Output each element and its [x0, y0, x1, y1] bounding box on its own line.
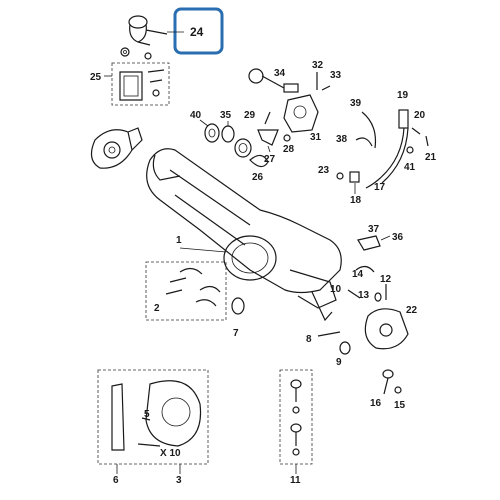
steering-knuckle-part-22: 22	[364, 305, 418, 350]
callout-1: 1	[176, 235, 182, 246]
washer-part-13: 13	[358, 290, 382, 302]
screw-part-32: 32	[312, 60, 324, 90]
callout-x10: X 10	[160, 448, 181, 459]
bolt-part-29: 29	[244, 110, 271, 125]
fitting-part-19: 19	[397, 90, 409, 129]
kit-box-25: 25	[90, 62, 170, 106]
callout-31: 31	[310, 132, 322, 143]
callout-11: 11	[290, 475, 301, 486]
callout-5: 5	[144, 409, 150, 420]
callout-12: 12	[380, 274, 392, 285]
bearing-part-35: 35	[220, 110, 252, 158]
callout-32: 32	[312, 60, 324, 71]
clip-part-14: 14	[352, 265, 375, 280]
callout-6: 6	[113, 475, 119, 486]
tube-part-17: 17	[365, 127, 409, 193]
callout-13: 13	[358, 290, 370, 301]
seal-part-26: 26	[249, 154, 269, 183]
callout-15: 15	[394, 400, 406, 411]
callout-37: 37	[368, 224, 380, 235]
sensor-part-37: 37 36	[357, 224, 404, 251]
callout-40: 40	[190, 110, 202, 121]
plug-part-7: 7	[231, 297, 245, 339]
screw-part-21: 21	[425, 135, 437, 163]
callout-36: 36	[392, 232, 404, 243]
hose-part-39: 39 38	[336, 98, 377, 149]
callout-26: 26	[252, 172, 264, 183]
kit-box-2: 2	[145, 261, 227, 321]
callout-27: 27	[264, 154, 276, 165]
kit-box-11: 11	[279, 369, 313, 486]
callout-19: 19	[397, 90, 409, 101]
callout-16: 16	[370, 398, 382, 409]
clip-part-41: 41	[404, 146, 416, 173]
callout-7: 7	[233, 328, 239, 339]
callout-41: 41	[404, 162, 416, 173]
callout-3: 3	[176, 475, 182, 486]
actuator-part-34: 34	[248, 68, 286, 89]
highlight-label: 24	[190, 25, 204, 39]
callout-23: 23	[318, 165, 330, 176]
callout-8: 8	[306, 334, 312, 345]
callout-14: 14	[352, 269, 364, 280]
ball-stud-part-16: 16	[370, 369, 394, 409]
highlighted-callout-24[interactable]: 24	[167, 7, 224, 55]
callout-28: 28	[283, 144, 295, 155]
callout-29: 29	[244, 110, 256, 121]
callout-17: 17	[374, 182, 386, 193]
kit-box-3: 5 X 10 6 3	[97, 369, 209, 486]
pin-part-10: 10	[330, 284, 361, 299]
bracket-part-27: 27	[257, 129, 279, 165]
callout-39: 39	[350, 98, 362, 109]
bolt-part-8: 8	[306, 331, 341, 345]
nut-part-23: 23	[318, 165, 344, 180]
steering-knuckle-left	[90, 127, 143, 169]
callout-25: 25	[90, 72, 102, 83]
ball-joint-part-24	[120, 15, 168, 60]
bushing-part-9: 9	[336, 341, 351, 368]
callout-38: 38	[336, 134, 348, 145]
callout-34: 34	[274, 68, 286, 79]
fitting-part-28: 28	[283, 134, 295, 155]
clip-part-33: 33	[321, 70, 342, 91]
axle-housing: 1	[146, 148, 342, 322]
callout-9: 9	[336, 357, 342, 368]
nut-part-15: 15	[394, 386, 406, 411]
callout-22: 22	[406, 305, 418, 316]
callout-20: 20	[414, 110, 426, 121]
bushing-part-18: 18	[349, 171, 362, 206]
bolt-part-12: 12	[380, 274, 392, 300]
callout-10: 10	[330, 284, 342, 295]
callout-2: 2	[154, 303, 160, 314]
callout-35: 35	[220, 110, 232, 121]
vacuum-motor-part-31: 31	[283, 83, 322, 143]
callout-18: 18	[350, 195, 362, 206]
connector-part-20: 20	[411, 110, 426, 135]
bearing-part-40: 40	[190, 110, 220, 143]
callout-33: 33	[330, 70, 342, 81]
callout-21: 21	[425, 152, 437, 163]
